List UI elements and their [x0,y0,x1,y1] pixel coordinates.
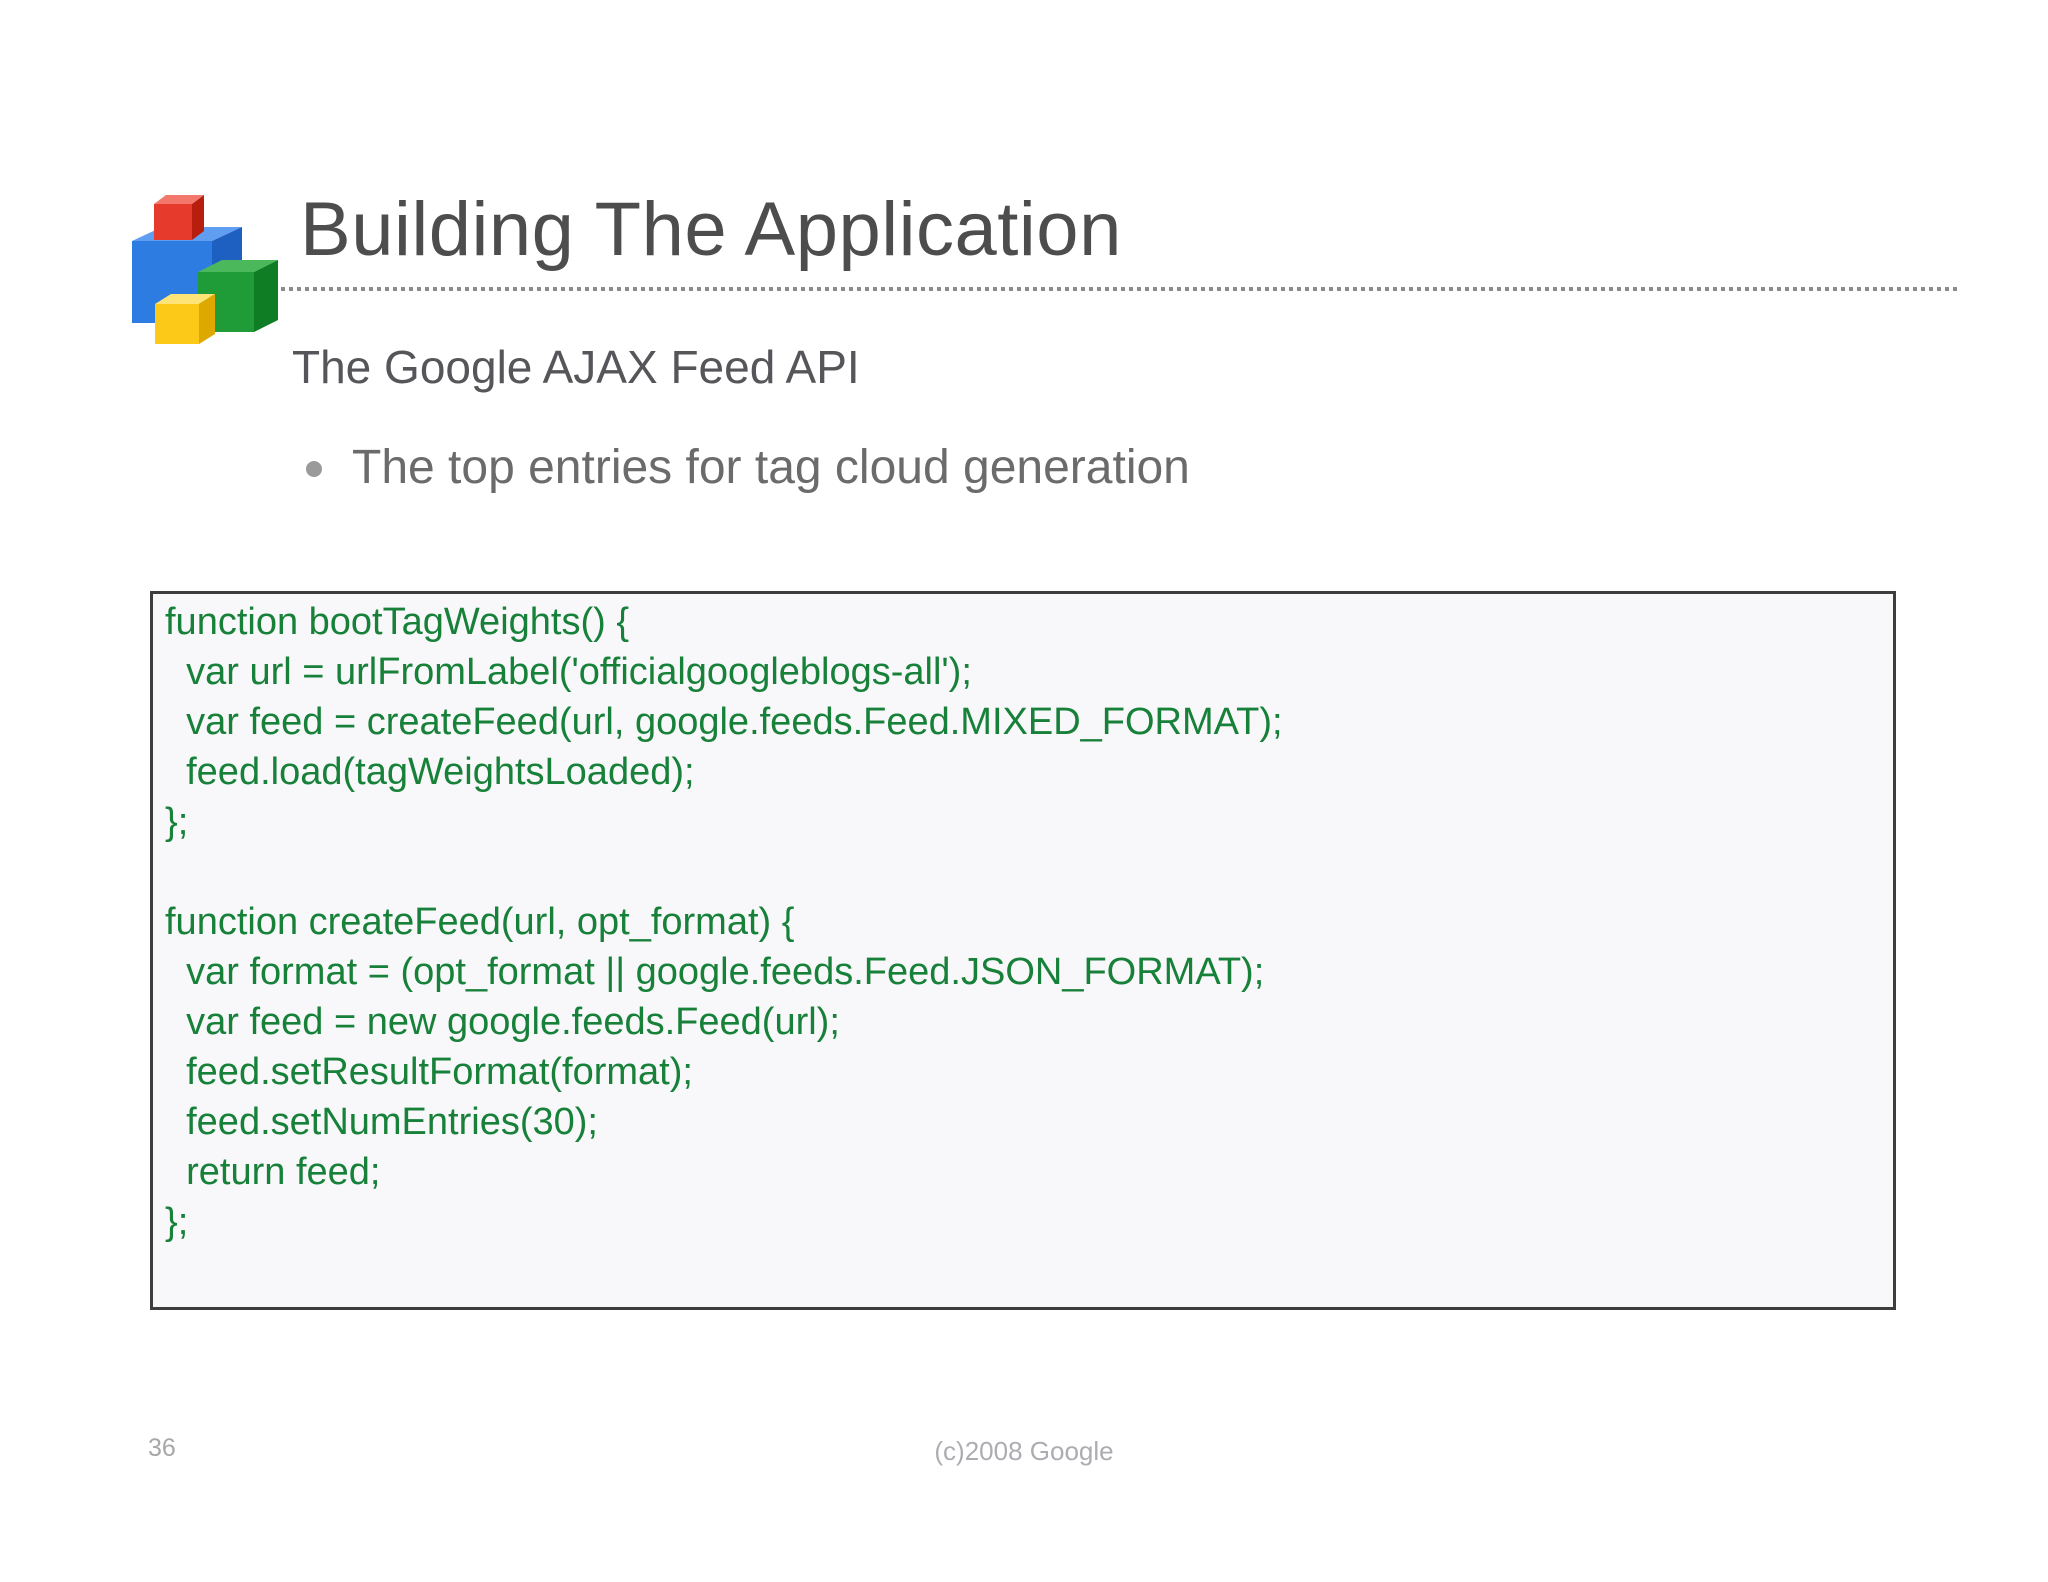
slide-title: Building The Application [300,187,1122,272]
code-line: }; [165,801,189,843]
red-cube-side [192,195,204,240]
copyright-text: (c)2008 Google [934,1436,1114,1466]
code-line: var feed = createFeed(url, google.feeds.… [165,701,1283,743]
yellow-cube-top [155,294,215,304]
code-line: var feed = new google.feeds.Feed(url); [165,1001,840,1043]
code-line: }; [165,1201,189,1243]
code-line: feed.setResultFormat(format); [165,1051,693,1093]
green-cube-top [198,260,278,272]
bullet-dot [306,461,322,477]
code-line: return feed; [165,1151,381,1193]
page-number: 36 [148,1434,176,1462]
code-line [165,847,1893,897]
bullet-item: The top entries for tag cloud generation [306,440,1190,495]
colored-blocks-logo-icon [132,195,278,344]
yellow-cube-side [199,294,215,344]
yellow-cube-front [155,304,199,344]
code-line: var format = (opt_format || google.feeds… [165,951,1265,993]
code-line: var url = urlFromLabel('officialgooglebl… [165,651,972,693]
code-block: function bootTagWeights() { var url = ur… [150,591,1896,1310]
code-line: function createFeed(url, opt_format) { [165,901,795,943]
code-line: feed.setNumEntries(30); [165,1101,598,1143]
slide-subtitle: The Google AJAX Feed API [292,341,860,393]
red-cube-front [154,204,192,240]
dotted-divider [281,287,1957,291]
bullet-text: The top entries for tag cloud generation [352,441,1190,494]
red-cube-top [154,195,204,204]
green-cube-side [254,260,278,332]
code-line: feed.load(tagWeightsLoaded); [165,751,695,793]
code-line: function bootTagWeights() { [165,601,630,643]
